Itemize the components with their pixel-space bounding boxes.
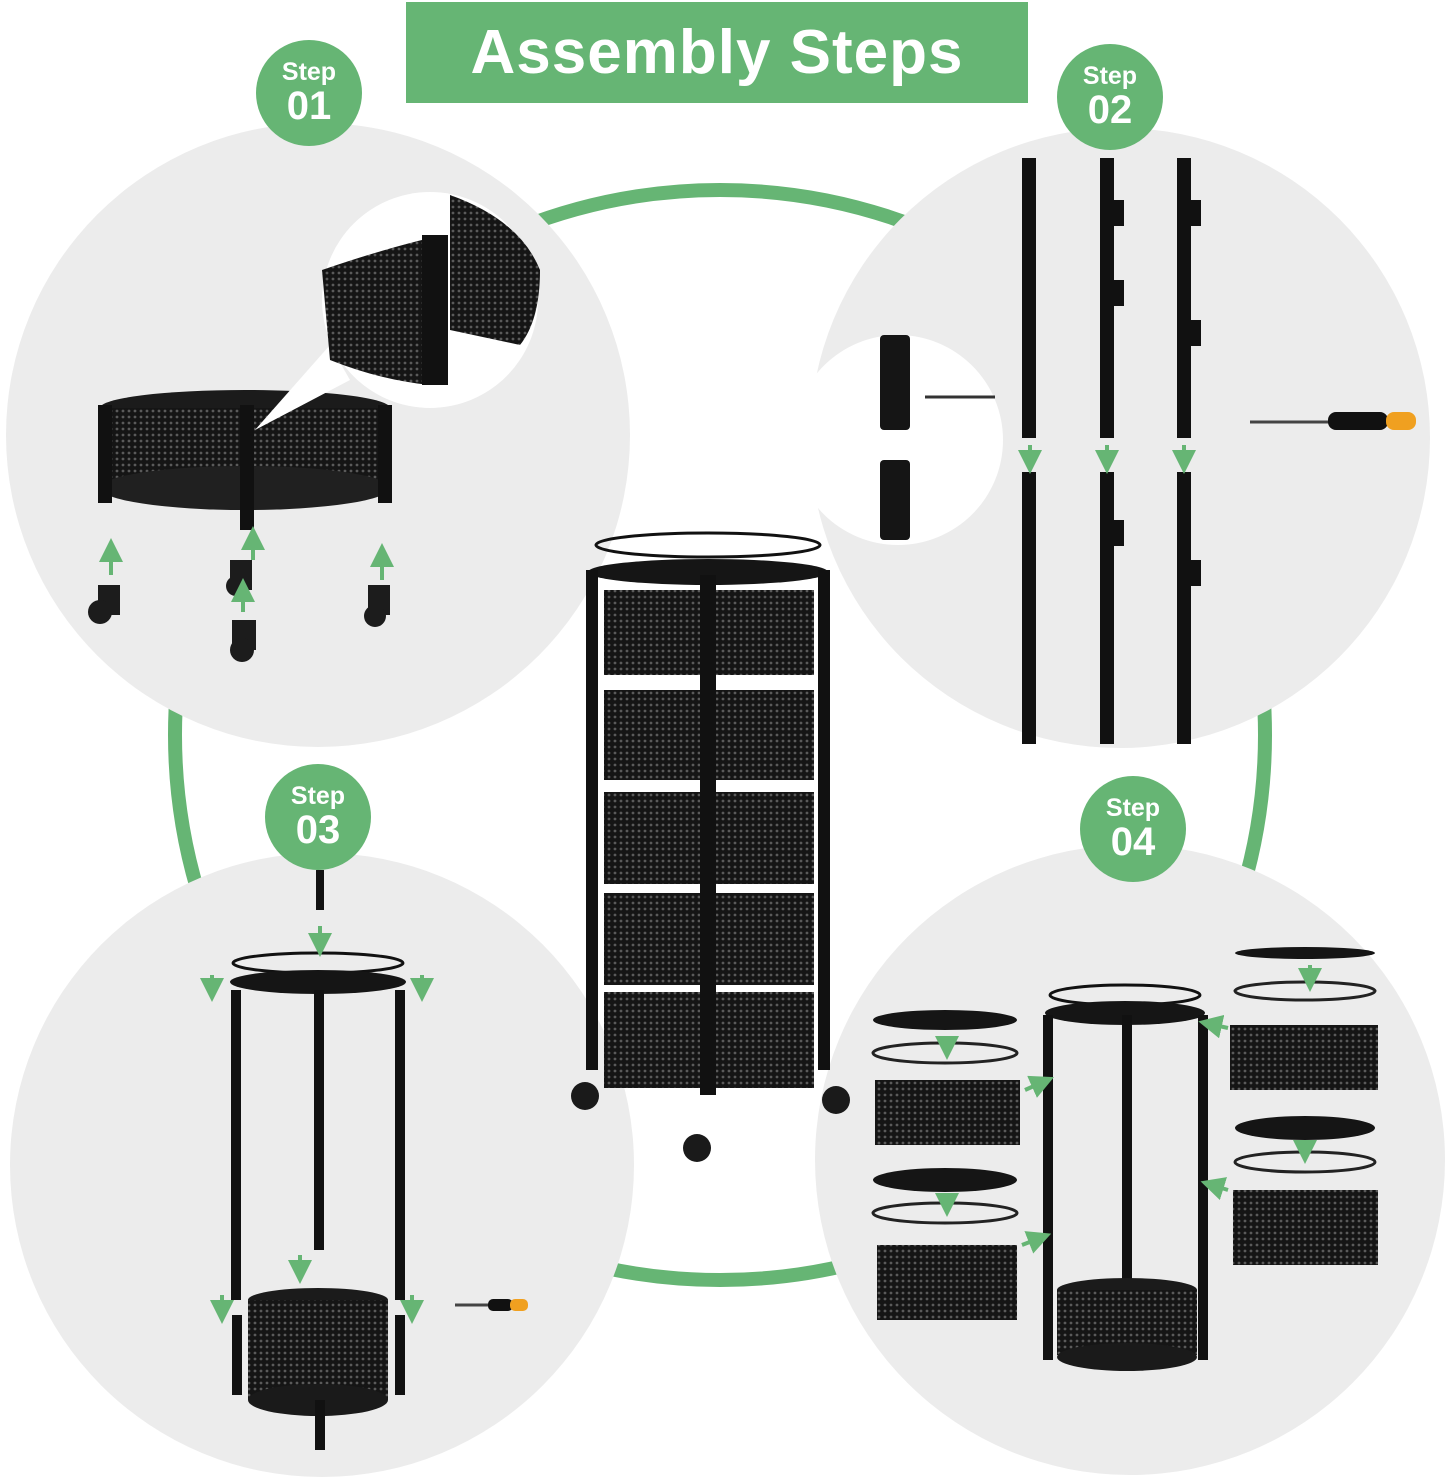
- step-01-illustration: [88, 192, 540, 662]
- step-02-panel: [810, 128, 1430, 748]
- step-03-badge: Step 03: [265, 764, 371, 870]
- connector-ring: [168, 183, 1272, 1287]
- step-label: Step: [281, 58, 337, 86]
- step-03-illustration: [200, 870, 528, 1450]
- step-number: 02: [1087, 88, 1133, 132]
- step-01-badge: Step 01: [256, 40, 362, 146]
- page-title: Assembly Steps: [470, 18, 964, 87]
- step-04-illustration: [871, 947, 1378, 1371]
- step-label: Step: [1105, 794, 1161, 822]
- step-02-illustration: [793, 158, 1416, 744]
- step-04-badge: Step 04: [1080, 776, 1186, 882]
- finished-cart-illustration: [571, 531, 850, 1162]
- step-label: Step: [1082, 62, 1138, 90]
- step-number: 03: [295, 808, 341, 852]
- step-label: Step: [290, 782, 346, 810]
- title-banner: Assembly Steps: [406, 2, 1028, 103]
- step-02-badge: Step 02: [1057, 44, 1163, 150]
- step-number: 04: [1110, 820, 1156, 864]
- step-number: 01: [286, 84, 332, 128]
